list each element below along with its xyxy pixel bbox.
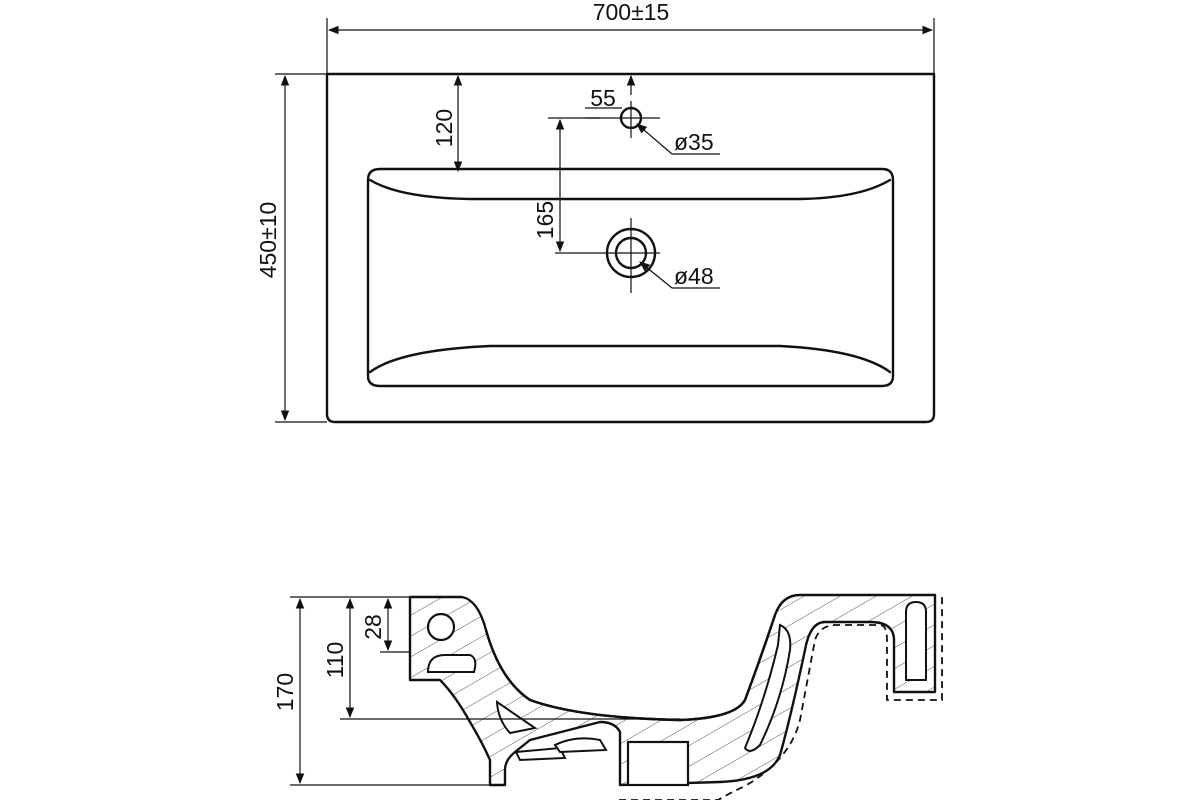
total-height-label: 170	[272, 673, 298, 711]
bowl-back-curve	[368, 178, 892, 201]
tap-to-rim-label: 55	[590, 85, 616, 111]
section-view: 170 110 28	[272, 593, 943, 800]
drain-dia-leader	[639, 261, 673, 289]
bowl-depth-label: 110	[322, 642, 348, 679]
tap-dia-label: ø35	[674, 129, 714, 155]
cavity-bottom	[514, 746, 567, 762]
tap-to-drain-label: 165	[532, 201, 558, 239]
depth-label: 450±10	[255, 202, 281, 279]
bowl-front-curve	[368, 344, 892, 374]
width-label: 700±15	[593, 0, 670, 25]
cavity-left	[426, 654, 477, 673]
overflow-hole	[426, 612, 456, 642]
cavity-triangle	[495, 700, 538, 735]
basin-outline-top	[325, 72, 936, 424]
drain-bore	[626, 740, 690, 787]
drain-dia-label: ø48	[674, 263, 714, 289]
bowl-outline	[366, 167, 895, 388]
tap-offset-label: 120	[431, 109, 457, 147]
wall-slot	[743, 623, 792, 752]
tap-dia-leader	[636, 123, 673, 155]
rim-thickness-label: 28	[360, 614, 386, 640]
top-view: 700±15 450±10 120 55 ø35 165 ø48	[255, 0, 936, 424]
lip-slot	[905, 600, 927, 681]
cavity-bottom-mid	[553, 737, 608, 754]
cabinet-outline-dashed	[619, 596, 943, 800]
